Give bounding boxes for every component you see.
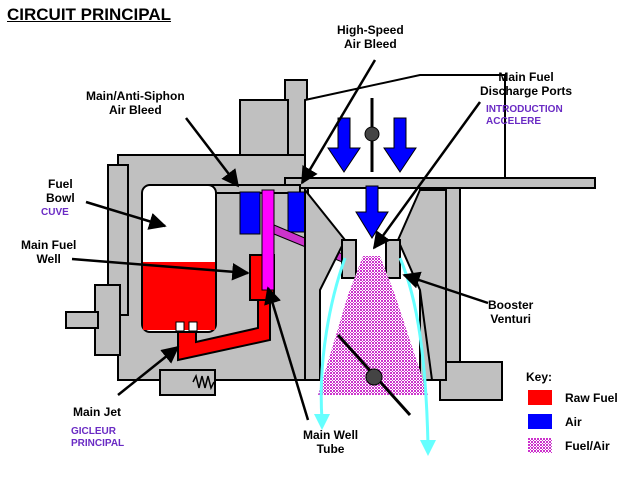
throttle-plate	[336, 333, 412, 417]
key-label-air: Air	[565, 415, 582, 429]
air-flow-arrows	[327, 117, 417, 239]
key-swatch-raw-fuel	[528, 390, 552, 405]
label-gicleur-principal: GICLEUR PRINCIPAL	[71, 426, 125, 449]
choke-plate	[364, 98, 380, 172]
key-title: Key:	[526, 370, 553, 384]
label-main-jet: Main Jet	[73, 405, 122, 419]
key-item-fuel-air: Fuel/Air	[528, 438, 638, 454]
fuel-air-mixture	[318, 256, 428, 395]
key-label-fuel-air: Fuel/Air	[565, 439, 610, 453]
label-main-anti-siphon-air-bleed: Main/Anti-Siphon Air Bleed	[86, 89, 185, 117]
key-swatch-fuel-air	[528, 438, 552, 453]
label-introduction-accelere: INTRODUCTION ACCELERE	[486, 104, 563, 127]
key-label-raw-fuel: Raw Fuel	[565, 391, 618, 405]
label-cuve: CUVE	[41, 207, 69, 218]
venturi	[304, 187, 447, 381]
diagram-title: CIRCUIT PRINCIPAL	[7, 5, 172, 24]
main-well-tube-body	[261, 189, 275, 291]
key-item-raw-fuel: Raw Fuel	[528, 390, 638, 406]
label-fuel-bowl: Fuel Bowl	[46, 177, 75, 205]
key-swatch-air	[528, 414, 552, 429]
label-high-speed-air-bleed: High-Speed Air Bleed	[337, 23, 404, 51]
key-item-air: Air	[528, 414, 638, 430]
label-main-fuel-well: Main Fuel Well	[21, 238, 77, 266]
fuel-bowl-chamber	[141, 184, 217, 333]
spring	[192, 373, 215, 391]
label-main-well-tube: Main Well Tube	[303, 428, 359, 456]
label-main-fuel-discharge-ports: Main Fuel Discharge Ports	[480, 70, 573, 98]
air-bleed-passage	[239, 191, 261, 235]
leader-arrows	[71, 59, 489, 421]
label-booster-venturi: Booster Venturi	[488, 298, 534, 326]
airflow-arrowheads	[314, 414, 436, 456]
